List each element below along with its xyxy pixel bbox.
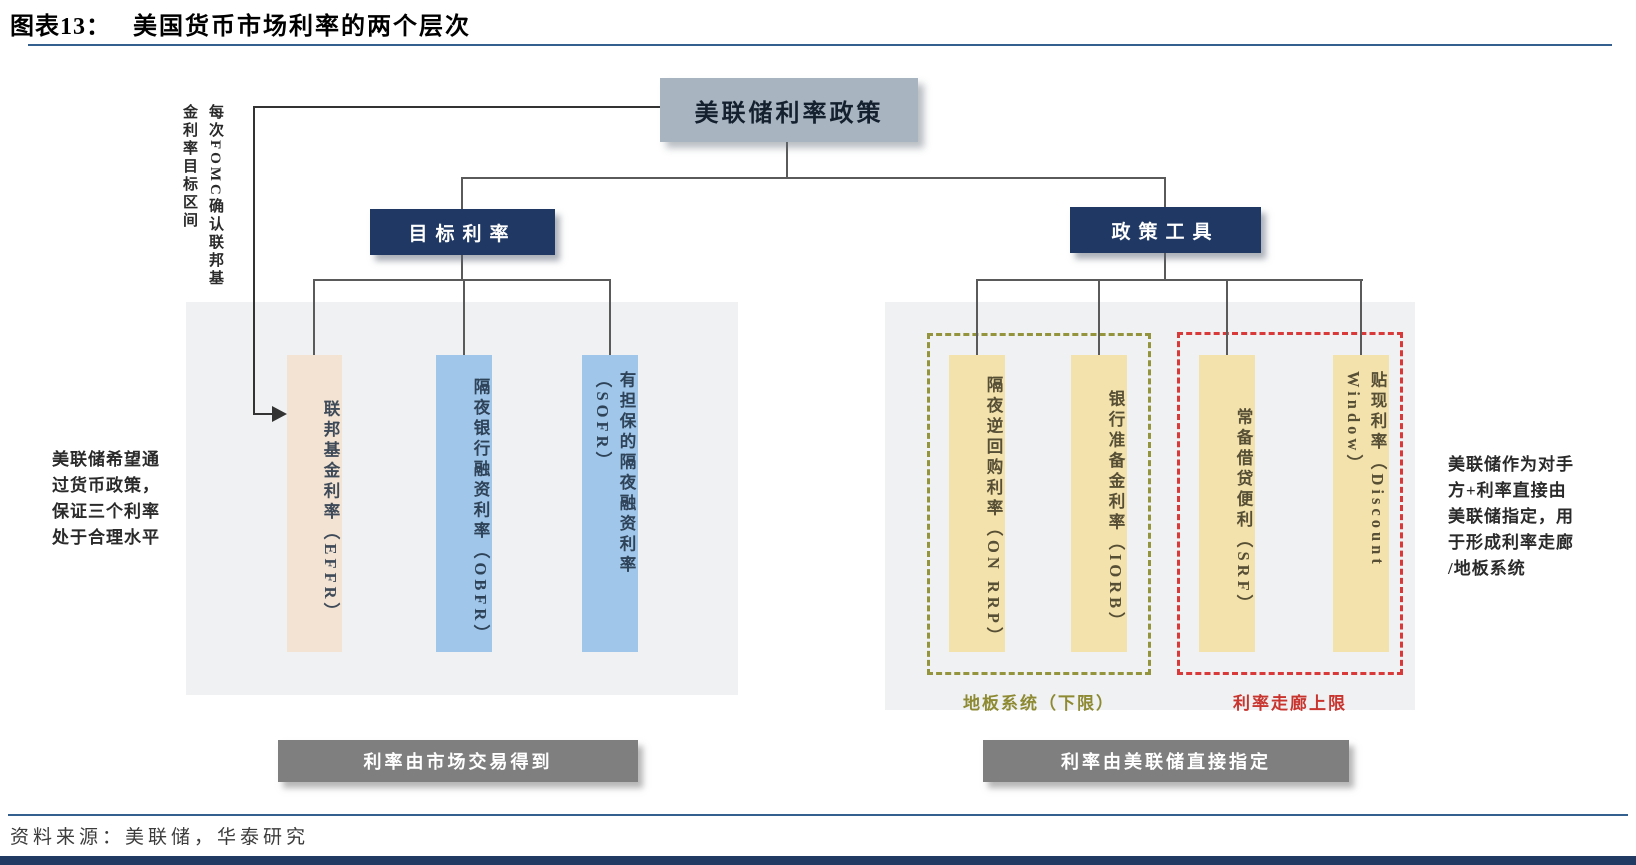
sofr-box: 有担保的隔夜融资利率（SOFR） [582, 355, 638, 652]
page-bottom-bar [0, 856, 1636, 865]
fomc-arrow-bottom-segment [253, 413, 275, 415]
connector-root-down [786, 142, 788, 178]
fed-rate-policy-box: 美联储利率政策 [660, 78, 918, 142]
fomc-note: 每次FOMC确认联邦基 金利率目标区间 [176, 104, 228, 314]
title-divider-line [28, 44, 1612, 46]
figure-header: 图表13： 美国货币市场利率的两个层次 [10, 6, 471, 41]
policy-tools-header-box: 政策工具 [1070, 207, 1261, 253]
connector-srf-drop [1226, 279, 1228, 355]
figure-number: 图表13： [10, 14, 111, 40]
obfr-box: 隔夜银行融资利率（OBFR） [436, 355, 492, 652]
fomc-note-column-1: 每次FOMC确认联邦基 [207, 104, 223, 288]
iorb-box: 银行准备金利率（IORB） [1071, 355, 1127, 652]
floor-system-dashed-box [927, 333, 1151, 675]
fomc-arrow-top-segment [253, 106, 660, 108]
connector-effr-drop [313, 279, 315, 355]
connector-tools-splitter [976, 279, 1363, 281]
corridor-ceiling-dashed-box [1177, 332, 1403, 675]
connector-main-horizontal [461, 177, 1166, 179]
target-rate-header-box: 目标利率 [370, 209, 555, 255]
left-annotation: 美联储希望通 过货币政策， 保证三个利率 处于合理水平 [52, 450, 160, 547]
onrrp-box: 隔夜逆回购利率（ON RRP） [949, 355, 1005, 652]
connector-obfr-drop [463, 279, 465, 355]
connector-target-splitter [313, 279, 611, 281]
figure-title: 美国货币市场利率的两个层次 [133, 14, 471, 40]
fed-designated-caption-box: 利率由美联储直接指定 [983, 740, 1349, 782]
connector-dw-drop [1360, 279, 1362, 355]
corridor-ceiling-label: 利率走廊上限 [1233, 694, 1347, 713]
connector-target-stem [461, 254, 463, 280]
source-text: 美联储，华泰研究 [125, 827, 310, 848]
connector-onrrp-drop [976, 279, 978, 355]
market-determined-caption-box: 利率由市场交易得到 [278, 740, 638, 782]
source-prefix: 资料来源： [10, 827, 126, 848]
connector-sofr-drop [609, 279, 611, 355]
right-annotation: 美联储作为对手 方+利率直接由 美联储指定，用 于形成利率走廊 /地板系统 [1448, 455, 1574, 578]
fomc-note-column-2: 金利率目标区间 [181, 104, 197, 230]
floor-system-label: 地板系统（下限） [963, 694, 1115, 713]
effr-box: 联邦基金利率（EFFR） [287, 355, 342, 652]
connector-iorb-drop [1098, 279, 1100, 355]
fomc-arrow-vertical-segment [253, 106, 255, 415]
fomc-arrowhead-icon [272, 406, 287, 422]
source-divider-line [8, 814, 1628, 816]
discount-window-box: 贴现利率（Discount Window） [1333, 355, 1389, 652]
connector-target-drop [461, 177, 463, 210]
srf-box: 常备借贷便利（SRF） [1199, 355, 1255, 652]
connector-tools-drop [1164, 177, 1166, 208]
source-line: 资料来源：美联储，华泰研究 [10, 822, 309, 849]
connector-tools-stem [1164, 253, 1166, 281]
